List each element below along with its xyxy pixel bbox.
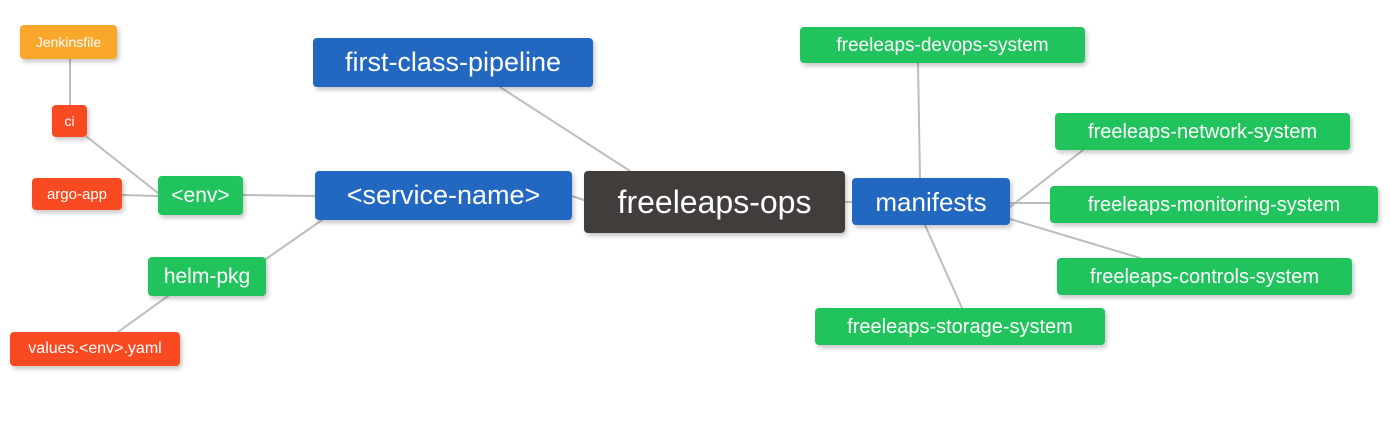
node-ci[interactable]: ci <box>52 105 87 137</box>
node-label-jenkinsfile: Jenkinsfile <box>35 34 102 50</box>
node-service-name[interactable]: <service-name> <box>315 171 572 220</box>
edge-manifests-to-freeleaps-devops-system <box>917 62 921 179</box>
node-helm-pkg[interactable]: helm-pkg <box>148 257 266 296</box>
node-label-freeleaps-monitoring-system: freeleaps-monitoring-system <box>1087 193 1341 216</box>
node-first-class-pipeline[interactable]: first-class-pipeline <box>313 38 593 87</box>
edge-env-to-service-name <box>242 194 316 197</box>
edge-service-name-to-helm-pkg <box>265 219 323 260</box>
node-label-helm-pkg: helm-pkg <box>163 265 251 288</box>
node-label-argo-app: argo-app <box>46 185 108 203</box>
node-jenkinsfile[interactable]: Jenkinsfile <box>20 25 117 59</box>
node-env[interactable]: <env> <box>158 176 243 215</box>
node-freeleaps-network-system[interactable]: freeleaps-network-system <box>1055 113 1350 150</box>
node-label-freeleaps-network-system: freeleaps-network-system <box>1088 120 1317 143</box>
node-freeleaps-monitoring-system[interactable]: freeleaps-monitoring-system <box>1050 186 1378 223</box>
node-label-manifests: manifests <box>875 186 987 217</box>
edge-manifests-to-freeleaps-storage-system <box>924 224 963 309</box>
edge-helm-pkg-to-values-yaml <box>117 295 169 333</box>
node-argo-app[interactable]: argo-app <box>32 178 122 210</box>
node-label-freeleaps-devops-system: freeleaps-devops-system <box>836 34 1049 56</box>
edge-argo-app-to-env <box>121 194 159 197</box>
node-label-values-yaml: values.<env>.yaml <box>28 340 162 357</box>
node-label-service-name: <service-name> <box>346 180 541 210</box>
node-label-env: <env> <box>171 184 230 207</box>
node-freeleaps-devops-system[interactable]: freeleaps-devops-system <box>800 27 1085 63</box>
edge-manifests-to-freeleaps-controls-system <box>1009 218 1141 259</box>
edge-first-class-pipeline-to-freeleaps-ops <box>499 86 631 172</box>
node-freeleaps-ops[interactable]: freeleaps-ops <box>584 171 845 233</box>
node-freeleaps-controls-system[interactable]: freeleaps-controls-system <box>1057 258 1352 295</box>
node-label-freeleaps-controls-system: freeleaps-controls-system <box>1090 265 1319 288</box>
node-values-yaml[interactable]: values.<env>.yaml <box>10 332 180 366</box>
node-manifests[interactable]: manifests <box>852 178 1010 225</box>
node-freeleaps-storage-system[interactable]: freeleaps-storage-system <box>815 308 1105 345</box>
node-label-freeleaps-ops: freeleaps-ops <box>617 184 812 220</box>
node-label-freeleaps-storage-system: freeleaps-storage-system <box>847 315 1073 338</box>
node-label-ci: ci <box>64 113 75 129</box>
node-label-first-class-pipeline: first-class-pipeline <box>344 47 562 77</box>
edge-service-name-to-freeleaps-ops <box>571 195 585 201</box>
